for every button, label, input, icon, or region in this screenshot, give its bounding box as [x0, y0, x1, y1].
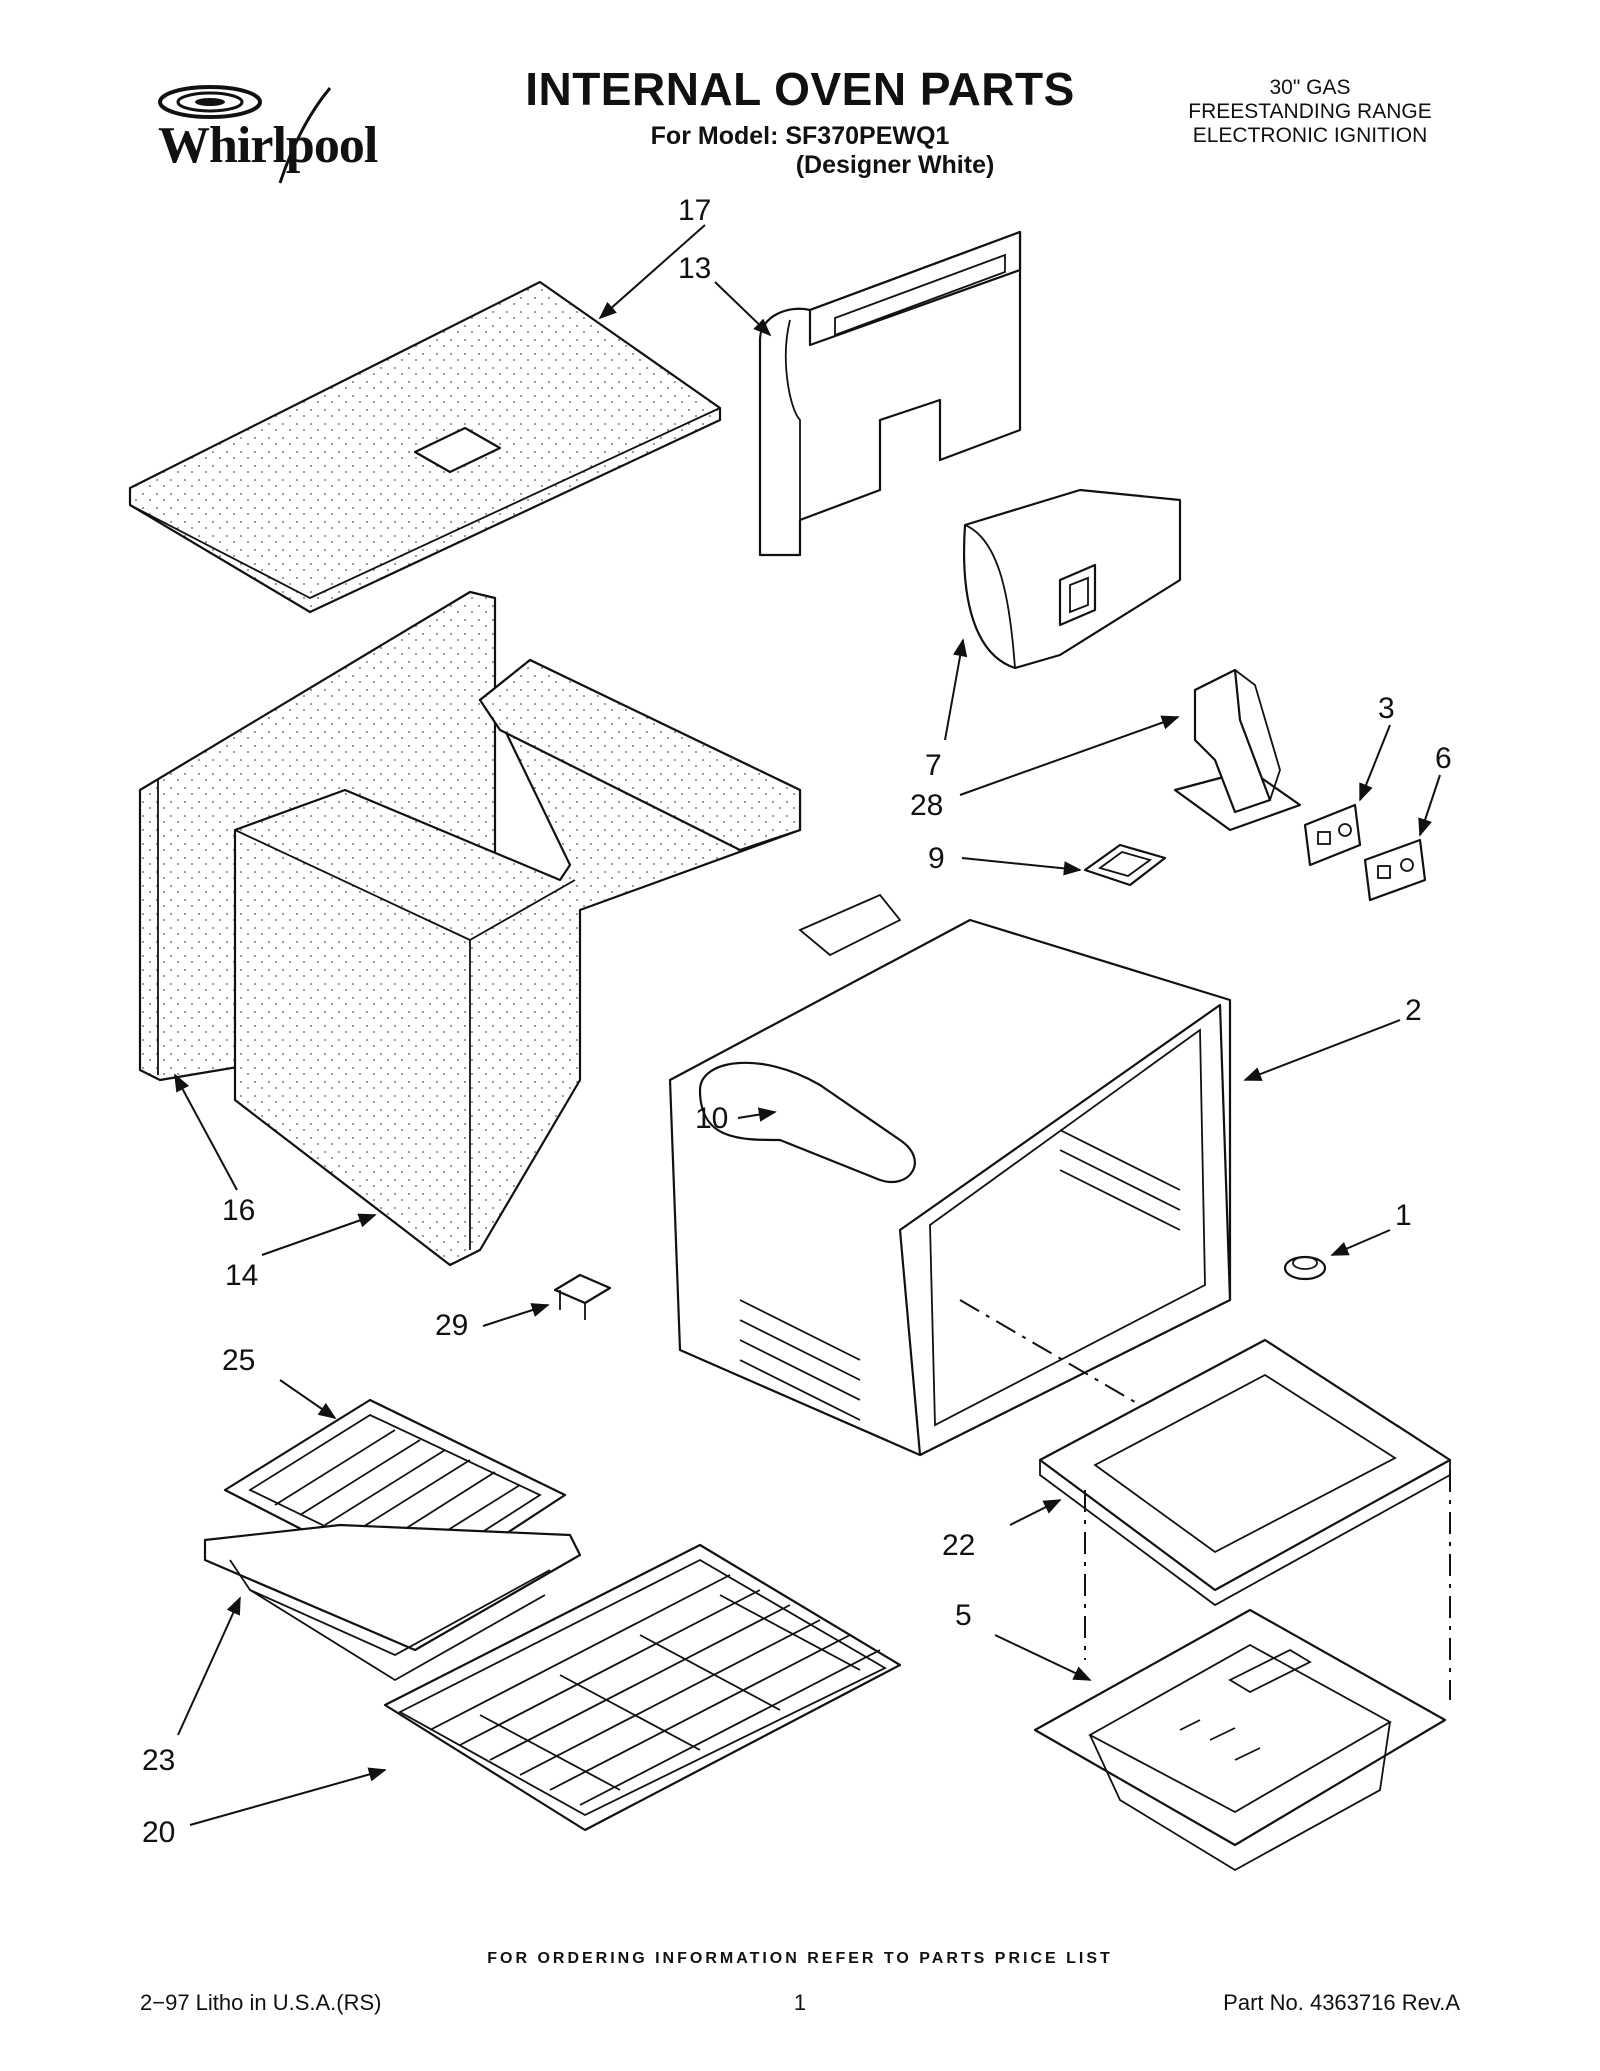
callout-9: 9 — [928, 842, 945, 875]
spec-line: FREESTANDING RANGE — [1188, 100, 1432, 123]
leader-5 — [994, 1634, 1092, 1681]
exploded-parts-diagram: 17 13 7 3 6 28 9 2 10 16 14 1 29 25 22 5… — [128, 194, 1452, 1872]
callout-22: 22 — [942, 1529, 975, 1562]
leader-25 — [279, 1379, 337, 1420]
part-3-gasket — [1303, 803, 1362, 867]
leader-10 — [737, 1107, 777, 1122]
leader-16 — [174, 1073, 238, 1191]
spec-line: ELECTRONIC IGNITION — [1192, 124, 1428, 147]
leader-13 — [714, 281, 772, 337]
callout-13: 13 — [678, 252, 711, 285]
leader-28 — [959, 715, 1180, 796]
callout-5: 5 — [955, 1599, 972, 1632]
leader-20 — [189, 1767, 387, 1826]
part-5-burner-shield — [1033, 1608, 1447, 1872]
callout-23: 23 — [142, 1744, 175, 1777]
leader-1 — [1330, 1229, 1391, 1256]
page-number: 1 — [793, 1990, 807, 2015]
part-7-burner-box — [962, 488, 1182, 670]
callout-3: 3 — [1378, 692, 1395, 725]
callout-10: 10 — [695, 1102, 728, 1135]
model-number: For Model: SF370PEWQ1 — [650, 122, 950, 150]
leader-2 — [1243, 1019, 1401, 1081]
leader-7 — [944, 638, 968, 741]
whirlpool-logo: Whirlpool — [140, 78, 390, 188]
brand-name: Whirlpool — [158, 117, 378, 174]
logo-swirl-icon — [158, 85, 332, 184]
part-6-gasket — [1363, 838, 1427, 902]
callout-29: 29 — [435, 1309, 468, 1342]
part-29-clip — [553, 1273, 612, 1320]
litho-info: 2−97 Litho in U.S.A.(RS) — [140, 1990, 382, 2015]
leader-14 — [261, 1213, 377, 1256]
part-2-oven-cavity — [668, 893, 1232, 1457]
part-22-oven-bottom — [1038, 1338, 1452, 1700]
part-1-grommet — [1283, 1255, 1327, 1281]
leader-3 — [1359, 724, 1391, 802]
callout-1: 1 — [1395, 1199, 1412, 1232]
leader-17 — [598, 224, 706, 320]
product-spec: 30" GAS FREESTANDING RANGE ELECTRONIC IG… — [1160, 76, 1460, 148]
leader-9 — [961, 857, 1082, 876]
model-info: For Model: SF370PEWQ1 (Designer White) — [520, 122, 1080, 180]
model-color: (Designer White) — [795, 151, 995, 179]
part-17-top-insulation — [128, 280, 722, 614]
callout-16: 16 — [222, 1194, 255, 1227]
callout-20: 20 — [142, 1816, 175, 1849]
callout-14: 14 — [225, 1259, 258, 1292]
leader-29 — [482, 1303, 550, 1327]
part-23-broiler-pan — [203, 1523, 582, 1682]
callout-7: 7 — [925, 749, 942, 782]
callout-6: 6 — [1435, 742, 1452, 775]
callout-28: 28 — [910, 789, 943, 822]
callout-17: 17 — [678, 194, 711, 227]
part-13-vent-duct — [758, 230, 1022, 557]
spec-line: 30" GAS — [1269, 76, 1351, 99]
callout-25: 25 — [222, 1344, 255, 1377]
part-28-bracket — [1173, 668, 1302, 832]
page-title: INTERNAL OVEN PARTS — [525, 63, 1075, 115]
ordering-note: FOR ORDERING INFORMATION REFER TO PARTS … — [487, 1950, 1113, 1967]
leader-22 — [1009, 1499, 1062, 1526]
part-14-side-insulation — [233, 658, 802, 1267]
part-number: Part No. 4363716 Rev.A — [1223, 1990, 1460, 2015]
leader-23 — [177, 1596, 241, 1736]
callout-2: 2 — [1405, 994, 1422, 1027]
part-9-gasket — [1083, 843, 1167, 887]
part-20-oven-rack — [383, 1543, 902, 1832]
leader-6 — [1418, 774, 1441, 837]
